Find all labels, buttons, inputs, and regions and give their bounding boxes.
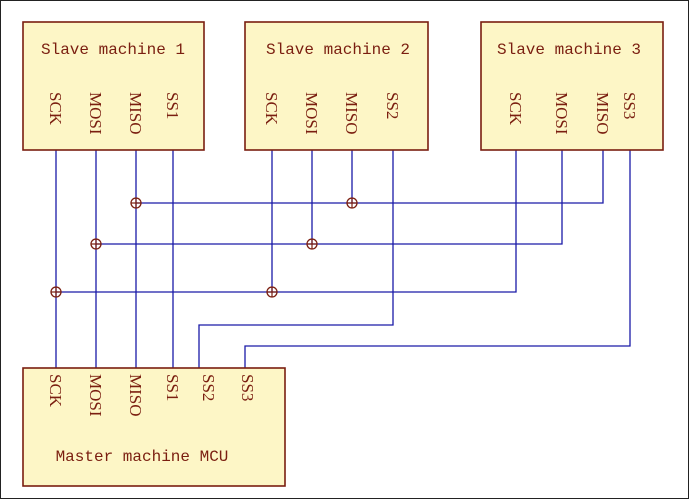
master-box xyxy=(22,367,286,487)
junction-icon xyxy=(346,197,358,209)
slave-title: Slave machine 2 xyxy=(266,41,410,59)
junction-icon xyxy=(306,238,318,250)
pin-label-sck: SCK xyxy=(46,92,65,126)
pin-label-miso: MISO xyxy=(593,92,612,135)
pin-label-ss1: SS1 xyxy=(163,92,182,119)
wire-ss3 xyxy=(244,150,631,368)
master-machine: SCK MOSI MISO SS1 SS2 SS3 Master machine… xyxy=(22,367,286,487)
junctions xyxy=(50,197,358,298)
slave-box xyxy=(480,21,664,151)
pin-label-mosi: MOSI xyxy=(86,92,105,135)
slave-title: Slave machine 1 xyxy=(41,41,185,59)
wire-ss2 xyxy=(198,150,394,368)
wire-miso-bus xyxy=(136,150,604,204)
pin-label-miso: MISO xyxy=(126,374,145,417)
wire-mosi-bus xyxy=(96,150,563,245)
junction-icon xyxy=(130,197,142,209)
junction-icon xyxy=(266,286,278,298)
pin-label-mosi: MOSI xyxy=(552,92,571,135)
pin-label-miso: MISO xyxy=(126,92,145,135)
pin-label-mosi: MOSI xyxy=(302,92,321,135)
pin-label-mosi: MOSI xyxy=(86,374,105,417)
junction-icon xyxy=(90,238,102,250)
master-title: Master machine MCU xyxy=(56,448,229,466)
pin-label-ss3: SS3 xyxy=(238,374,257,401)
slave-machine-3: Slave machine 3 SCK MOSI MISO SS3 xyxy=(480,21,664,151)
slave-machine-2: Slave machine 2 SCK MOSI MISO SS2 xyxy=(244,21,429,151)
pin-label-miso: MISO xyxy=(342,92,361,135)
pin-label-ss2: SS2 xyxy=(199,374,218,401)
pin-label-sck: SCK xyxy=(262,92,281,126)
pin-label-ss2: SS2 xyxy=(383,92,402,119)
slave-machine-1: Slave machine 1 SCK MOSI MISO SS1 xyxy=(22,21,205,151)
wire-sck-bus xyxy=(56,150,517,293)
pin-label-sck: SCK xyxy=(506,92,525,126)
slave-box xyxy=(244,21,429,151)
slave-title: Slave machine 3 xyxy=(497,41,641,59)
pin-label-sck: SCK xyxy=(46,374,65,408)
slave-box xyxy=(22,21,205,151)
pin-label-ss1: SS1 xyxy=(163,374,182,401)
junction-icon xyxy=(50,286,62,298)
wires xyxy=(55,150,631,368)
pin-label-ss3: SS3 xyxy=(620,92,639,119)
